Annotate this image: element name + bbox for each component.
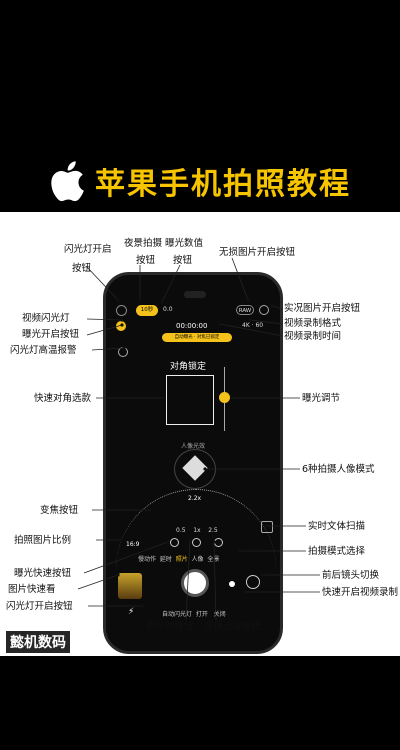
label-portrait-modes: 6种拍摄人像模式 — [302, 464, 375, 475]
zoom-arc[interactable] — [116, 489, 276, 569]
record-time: 00:00:00 — [176, 322, 208, 330]
label-flash-open: 闪光灯开启 — [64, 244, 112, 255]
apple-logo-icon — [51, 161, 84, 202]
portrait-light-label: 人像光效 — [181, 443, 206, 450]
label-camera-switch: 前后镜头切换 — [322, 570, 380, 581]
exposure-quick-icon[interactable] — [170, 538, 179, 547]
label-video-time: 视频录制时间 — [284, 331, 342, 342]
status-pill — [184, 291, 206, 298]
flash-toggle-icon[interactable] — [116, 305, 127, 316]
label-exposure-value: 曝光数值 — [165, 238, 204, 249]
label-filter: 滤镜选择按钮 — [204, 621, 262, 632]
shutter-button[interactable] — [181, 569, 209, 597]
label-mode-select: 拍摄模式选择 — [308, 546, 366, 557]
watermark: 懿机数码 — [6, 631, 70, 653]
label-video-flash: 视频闪光灯 — [22, 313, 70, 324]
label-flash-warning: 闪光灯高温报警 — [10, 345, 77, 356]
live-photo-icon[interactable] — [259, 305, 269, 315]
photo-thumbnail[interactable] — [118, 573, 142, 599]
zoom-levels[interactable]: 0.5 1x 2.5 — [176, 527, 218, 534]
label-exposure-value-btn: 按钮 — [173, 255, 193, 266]
label-quick-video: 快速开启视频录制 — [322, 587, 399, 598]
focus-box[interactable] — [166, 375, 214, 425]
flash-bottom-icon[interactable]: ⚡ — [128, 607, 135, 617]
top-black-area — [0, 0, 400, 150]
label-night-mode: 夜景拍摄 — [124, 238, 163, 249]
label-exposure-open: 曝光开启按钮 — [22, 329, 80, 340]
label-quick-corner: 快速对角选款 — [34, 393, 92, 404]
label-flash-open-btn: 按钮 — [72, 263, 92, 274]
mode-selector[interactable]: 慢动作 延时 照片 人像 全景 — [138, 556, 220, 563]
auto-lock-label: 自动曝光 · 对焦已锁定 — [162, 333, 232, 342]
exposure-value-readout[interactable]: 0.0 — [163, 306, 173, 313]
label-zoom-button: 变焦按钮 — [40, 505, 79, 516]
label-exposure-quick: 曝光快速按钮 — [14, 568, 72, 579]
zoom-value: 2.2x — [188, 495, 202, 502]
raw-button[interactable]: RAW — [236, 305, 254, 315]
label-flash-button: 闪光灯开启按钮 — [6, 601, 73, 612]
night-label: 10秒 — [140, 307, 154, 313]
camera-screen: 10秒 0.0 RAW 00:00:00 4K · 60 自动曝光 · 对焦已锁… — [106, 275, 280, 651]
phone-mockup: 10秒 0.0 RAW 00:00:00 4K · 60 自动曝光 · 对焦已锁… — [103, 272, 283, 654]
video-format[interactable]: 4K · 60 — [242, 322, 264, 329]
raw-label: RAW — [238, 308, 252, 314]
label-night-mode-btn: 按钮 — [136, 255, 156, 266]
exposure-sun-icon[interactable] — [219, 392, 230, 403]
quick-video-icon[interactable] — [229, 581, 235, 587]
bottom-options[interactable]: 自动闪光灯 打开 关闭 — [162, 611, 226, 618]
bottom-black-area — [0, 656, 400, 750]
banner-title: 苹果手机拍照教程 — [95, 167, 351, 202]
label-lossless: 无损图片开启按钮 — [219, 247, 296, 258]
filter-icon[interactable] — [214, 538, 223, 547]
title-banner: 苹果手机拍照教程 — [0, 150, 400, 212]
corner-lock-label: 对角锁定 — [170, 362, 207, 372]
flash-warning-icon — [118, 347, 128, 357]
timer-icon[interactable] — [192, 538, 201, 547]
label-live-photo: 实况图片开启按钮 — [284, 303, 361, 314]
label-quick-view: 图片快速看 — [8, 584, 56, 595]
label-timer: 倒计时按钮 — [146, 621, 194, 632]
label-photo-ratio: 拍照图片比例 — [14, 535, 72, 546]
live-text-icon[interactable] — [261, 521, 273, 533]
label-live-text: 实时文体扫描 — [308, 521, 366, 532]
ratio-button[interactable]: 16:9 — [126, 541, 140, 548]
label-video-format: 视频录制格式 — [284, 318, 342, 329]
exposure-toggle-icon[interactable] — [116, 321, 126, 331]
night-mode-button[interactable]: 10秒 — [136, 305, 158, 316]
camera-switch-icon[interactable] — [246, 575, 260, 589]
label-exposure-adjust: 曝光调节 — [302, 393, 341, 404]
